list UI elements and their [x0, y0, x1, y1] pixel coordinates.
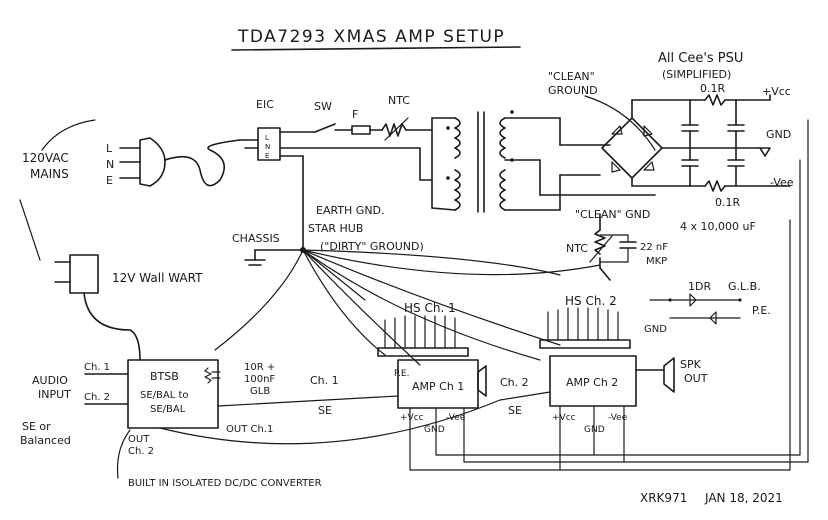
cap-22nf-label: 22 nF	[640, 242, 668, 253]
ch2-wire-label: Ch. 2	[500, 376, 529, 389]
converter-label: BUILT IN ISOLATED DC/DC CONVERTER	[128, 478, 322, 489]
amp-ch1-label: AMP Ch 1	[412, 380, 464, 393]
clean-ground-label-top-2: GROUND	[548, 84, 598, 97]
resistor-bottom-label: 0.1R	[715, 196, 740, 209]
psu-subtitle: (SIMPLIFIED)	[662, 68, 731, 81]
psu-title: All Cee's PSU	[658, 51, 743, 66]
iec-pin-e: E	[265, 152, 269, 160]
audio-label-1: AUDIO	[32, 374, 68, 387]
btsb-out2-1: OUT	[128, 434, 150, 445]
spk-label-1: SPK	[680, 358, 702, 371]
earth-gnd-label: EARTH GND.	[316, 204, 385, 217]
fuse-label: F	[352, 108, 358, 121]
mains-arrow	[41, 119, 96, 151]
input-ch1-label: Ch. 1	[84, 362, 110, 373]
chassis-label: CHASSIS	[232, 232, 280, 245]
se-bal-2: Balanced	[20, 434, 71, 447]
iec-pin-l: L	[265, 134, 269, 142]
ldr-label: 1DR	[688, 280, 711, 293]
btsb-out1: OUT Ch.1	[226, 424, 273, 435]
signal-ch2-wire	[159, 391, 551, 445]
clean-ground-label-top: "CLEAN"	[548, 70, 595, 83]
wall-wart-label: 12V Wall WART	[112, 271, 203, 285]
btsb-line-3: SE/BAL	[150, 404, 186, 415]
btsb-res-1: 10R +	[244, 362, 275, 373]
ch1-wire-label: Ch. 1	[310, 374, 339, 387]
heatsink-ch1-label: HS Ch. 1	[404, 301, 456, 315]
se1-label: SE	[318, 404, 332, 417]
primary-wiring	[279, 117, 433, 209]
heatsink-ch1	[377, 315, 469, 357]
signature: XRK971	[640, 491, 687, 505]
bridge-rectifier	[601, 117, 663, 179]
heatsink-ch2-label: HS Ch. 2	[565, 294, 617, 308]
btsb-res-2: 100nF	[244, 374, 275, 385]
amp-ch2-board	[549, 355, 637, 407]
clean-gnd-bottom-label: "CLEAN" GND	[575, 208, 650, 221]
cap-mkp-label: MKP	[646, 256, 667, 267]
mains-plug	[119, 137, 241, 187]
ntc-top-label: NTC	[388, 94, 410, 107]
secondary-wiring	[504, 117, 656, 211]
dirty-ground-label: ("DIRTY" GROUND)	[320, 240, 424, 253]
btsb-glb-resistor	[204, 367, 221, 384]
psu-rails	[631, 94, 791, 192]
title-underline	[231, 46, 521, 51]
btsb-out2-2: Ch. 2	[128, 446, 154, 457]
se2-label: SE	[508, 404, 522, 417]
btsb-res-3: GLB	[250, 386, 270, 397]
btsb-line-2: SE/BAL to	[140, 390, 189, 401]
pe-right-label: P.E.	[752, 304, 771, 317]
iec-pin-n: N	[265, 143, 270, 151]
amp-ch1-gnd: GND	[424, 425, 445, 435]
iec-inlet	[239, 127, 281, 161]
mains-label-2: MAINS	[30, 167, 69, 181]
converter-arrow	[116, 429, 131, 479]
neg-vee-label: -Vee	[770, 176, 794, 189]
diagram-title: TDA7293 XMAS AMP SETUP	[237, 27, 505, 47]
clean-ground-arrow	[584, 95, 656, 151]
switch-label: SW	[314, 100, 332, 113]
amp-ch2-vee: -Vee	[608, 413, 628, 423]
btsb-title: BTSB	[150, 370, 179, 383]
amp-ch2-vcc: +Vcc	[552, 413, 576, 423]
speaker-ch1-icon	[477, 365, 487, 397]
mains-label-1: 120VAC	[22, 151, 69, 165]
btsb-board	[127, 359, 219, 429]
audio-label-2: INPUT	[38, 388, 71, 401]
plug-pin-n: N	[106, 158, 114, 171]
input-ch2-label: Ch. 2	[84, 392, 110, 403]
plug-pin-e: E	[106, 174, 113, 187]
iec-label: EIC	[256, 98, 274, 111]
amp-ch2-label: AMP Ch 2	[566, 376, 618, 389]
gnd-label: GND	[766, 128, 791, 141]
amp-ch1-vcc: +Vcc	[400, 413, 424, 423]
signal-ch1-wire	[217, 395, 399, 407]
star-ground-wires	[214, 249, 601, 366]
star-hub-label: STAR HUB	[308, 222, 363, 235]
amp-ch1-pe: P.E.	[394, 369, 409, 379]
mains-to-wallwart-arrow	[19, 199, 41, 261]
transformer	[431, 110, 514, 213]
ntc-cap-branch	[589, 213, 637, 281]
chassis-ground-symbol	[244, 249, 304, 266]
amp-ch1-vee: -Vee	[446, 413, 466, 423]
wall-wart	[54, 254, 141, 361]
se-bal-1: SE or	[22, 420, 51, 433]
ntc-bottom-label: NTC	[566, 242, 588, 255]
speaker-ch2-icon	[663, 357, 675, 393]
pos-vcc-label: +Vcc	[762, 85, 791, 98]
heatsink-ch2	[539, 307, 631, 349]
caps-label: 4 x 10,000 uF	[680, 220, 756, 233]
ldr-glb-network	[649, 293, 742, 325]
plug-pin-l: L	[106, 142, 113, 155]
resistor-top-label: 0.1R	[700, 82, 725, 95]
date: JAN 18, 2021	[704, 491, 783, 505]
spk-label-2: OUT	[684, 372, 708, 385]
amp-power-wiring	[409, 119, 809, 471]
glb-label: G.L.B.	[728, 280, 761, 293]
ldr-gnd-label: GND	[644, 324, 667, 335]
